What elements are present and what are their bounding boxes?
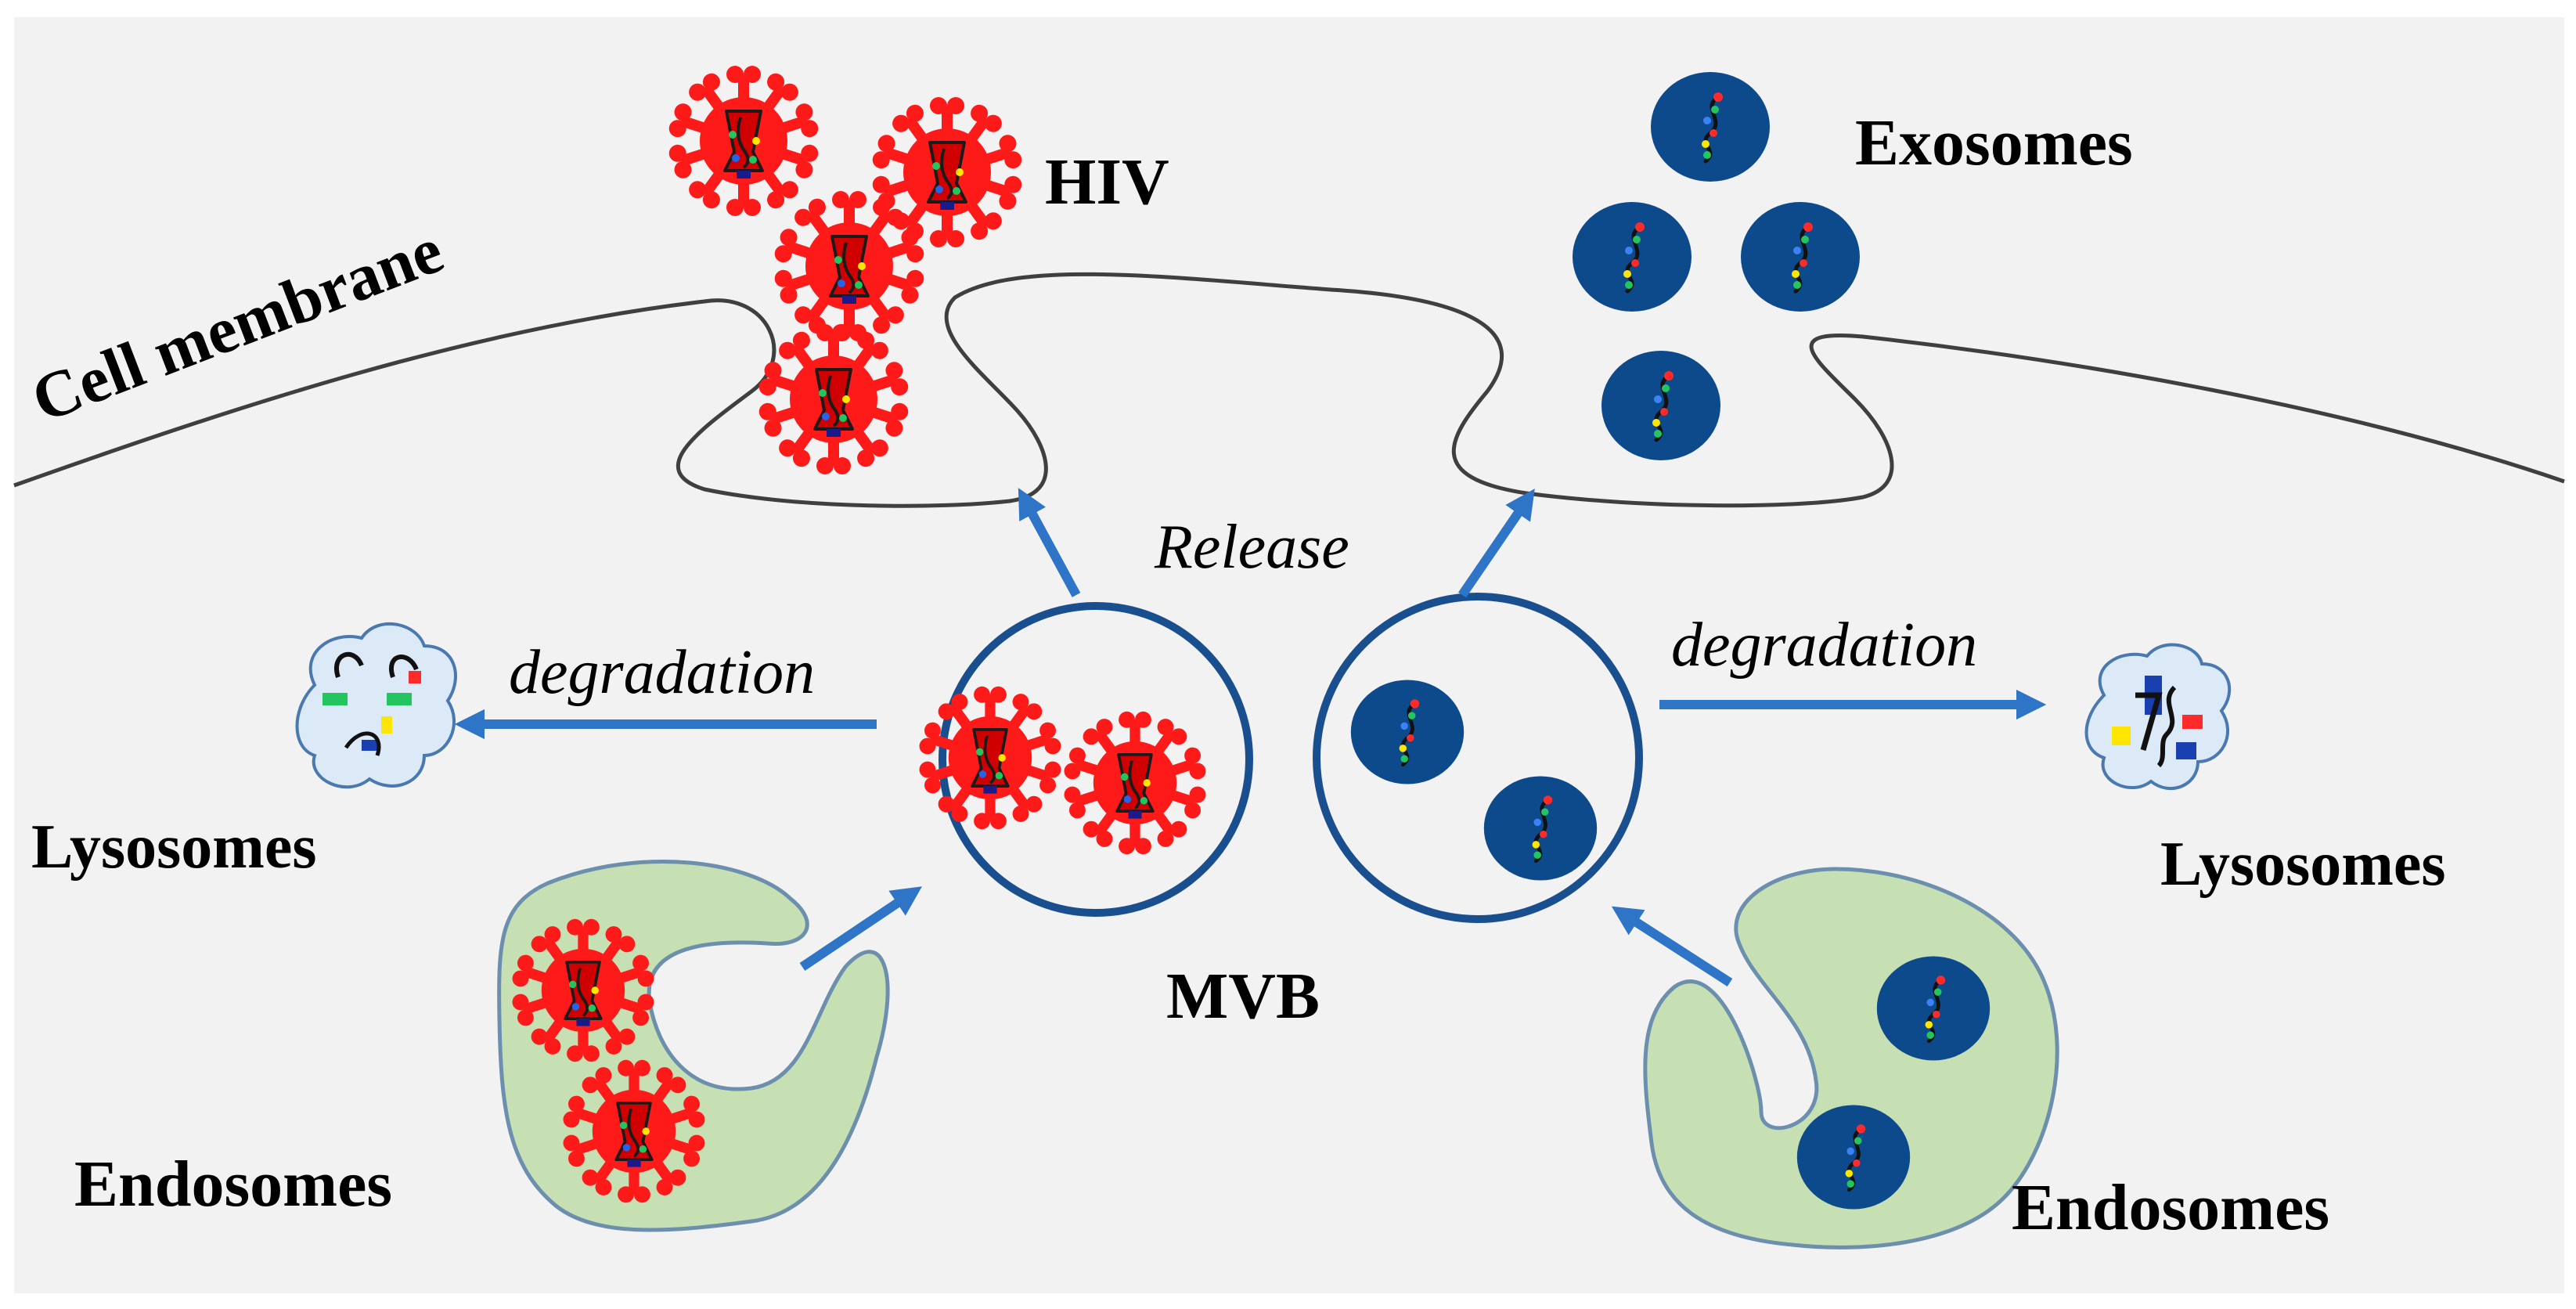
- exosome-vesicle-icon: [1601, 351, 1720, 460]
- exosome-vesicle-icon: [1351, 680, 1464, 784]
- exosome-vesicle-icon: [1741, 202, 1860, 312]
- exosome-vesicle-icon: [1573, 202, 1692, 312]
- release-arrow-left: [1018, 488, 1081, 597]
- lysosome-debris-icon: [295, 622, 457, 789]
- endosomes-label-left: Endosomes: [74, 1148, 392, 1221]
- exosome-vesicle-icon: [1797, 1105, 1910, 1210]
- lysosomes-label-left: Lysosomes: [31, 813, 317, 882]
- release-arrow-right: [1458, 489, 1535, 598]
- hiv-label: HIV: [1045, 146, 1169, 218]
- lysosomes-label-right: Lysosomes: [2160, 830, 2446, 899]
- pathway-arrows: [454, 488, 2047, 987]
- lysosome-debris-icon: [2084, 643, 2232, 790]
- endosome-to-mvb-arrow-right: [1611, 906, 1733, 987]
- degradation-label-right: degradation: [1671, 611, 1977, 680]
- release-label: Release: [1154, 513, 1349, 582]
- exosome-vesicle-icon: [1877, 957, 1990, 1061]
- degradation-label-left: degradation: [509, 638, 815, 707]
- mvb-label: MVB: [1166, 960, 1320, 1033]
- exosome-vesicle-icon: [1651, 72, 1770, 182]
- exosome-vesicle-icon: [1484, 777, 1597, 881]
- exosomes-label: Exosomes: [1855, 106, 2133, 179]
- endosomes-label-right: Endosomes: [2012, 1171, 2329, 1244]
- endosome-to-mvb-arrow-left: [799, 886, 922, 971]
